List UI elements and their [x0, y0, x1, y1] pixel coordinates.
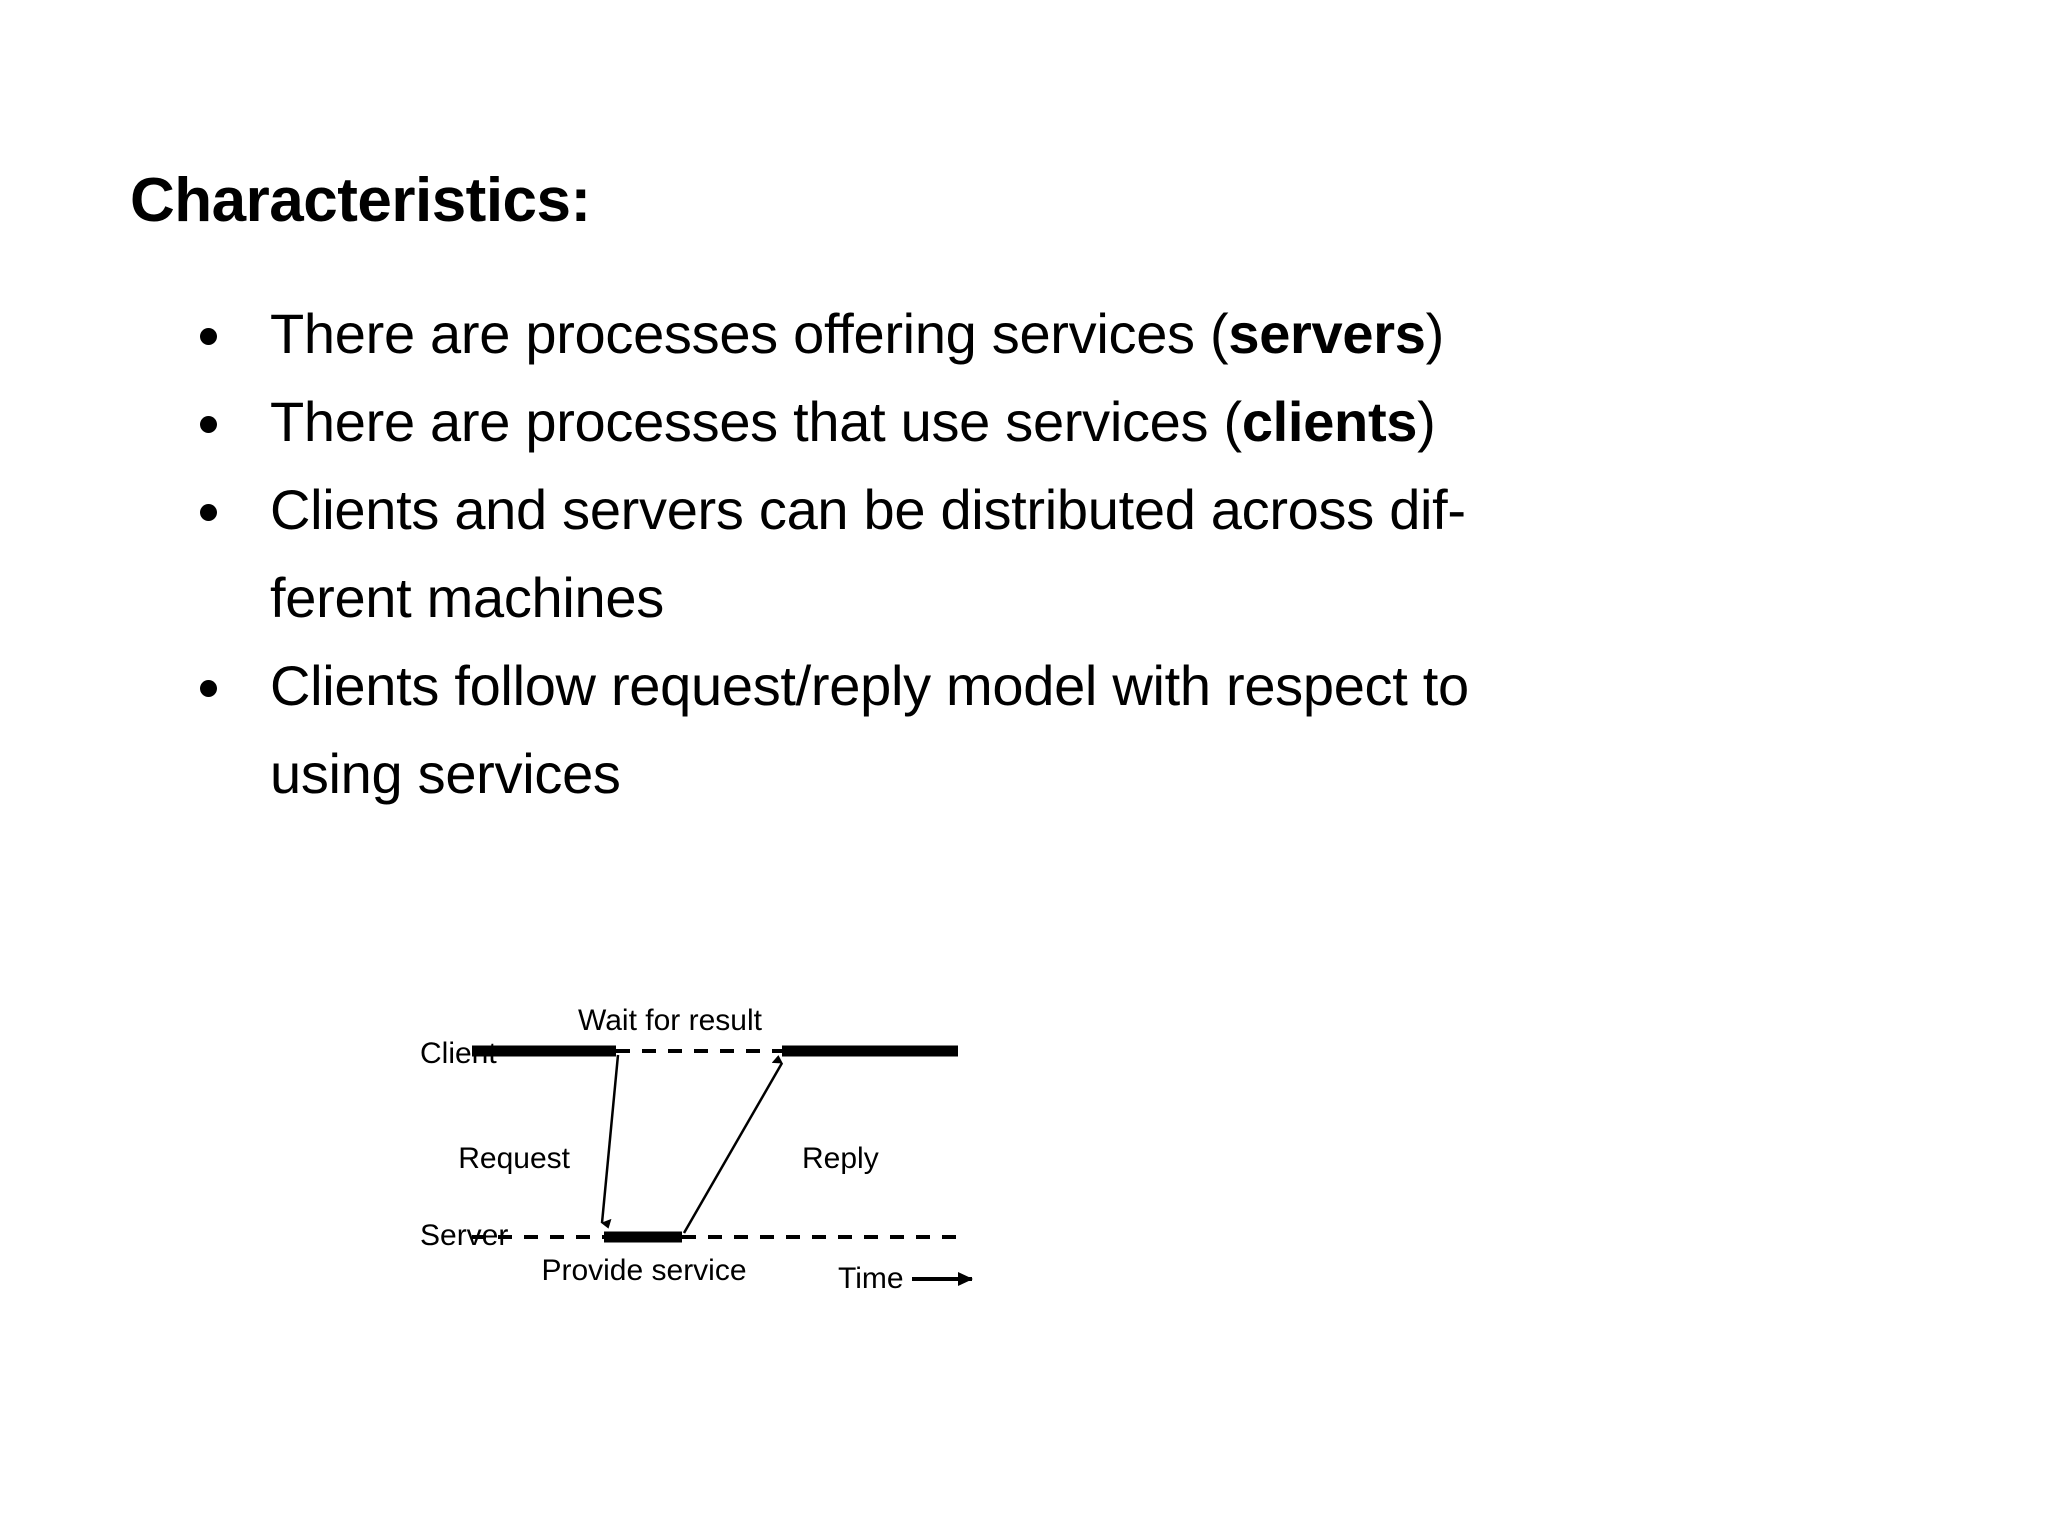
- time-axis-label: Time: [838, 1262, 904, 1295]
- list-item: There are processes offering services (s…: [180, 290, 1940, 378]
- list-item-suffix: ): [1425, 302, 1445, 365]
- list-item-text: Clients and servers can be distributed a…: [270, 478, 1466, 629]
- list-item-prefix: There are processes that use services (: [270, 390, 1242, 453]
- list-item-emphasis: clients: [1241, 390, 1418, 453]
- bullet-dot-icon: [200, 416, 217, 433]
- reply-label: Reply: [802, 1142, 879, 1175]
- list-item-suffix: ): [1417, 390, 1436, 453]
- list-item: Clients follow request/reply model with …: [180, 642, 1940, 818]
- provide-service-label: Provide service: [541, 1254, 746, 1287]
- characteristics-list: There are processes offering services (s…: [180, 290, 1940, 818]
- list-item-text: There are processes that use services (c…: [270, 378, 1940, 466]
- bullet-dot-icon: [200, 680, 217, 697]
- list-item-emphasis: servers: [1228, 302, 1426, 365]
- request-label: Request: [458, 1142, 570, 1175]
- list-item-text: There are processes offering services (s…: [270, 290, 1940, 378]
- client-server-timing-diagram: Client Wait for result Server Provide se…: [420, 955, 1220, 1375]
- list-item-prefix: There are processes offering services (: [270, 302, 1229, 365]
- reply-arrow: [682, 1055, 784, 1234]
- request-arrow: [600, 1054, 620, 1229]
- bullet-dot-icon: [200, 328, 217, 345]
- list-item: Clients and servers can be distributed a…: [180, 466, 1940, 642]
- page-title: Characteristics:: [130, 166, 591, 235]
- server-lane-label: Server: [420, 1219, 508, 1252]
- wait-for-result-label: Wait for result: [578, 1004, 763, 1037]
- list-item-text: Clients follow request/reply model with …: [270, 654, 1469, 805]
- bullet-dot-icon: [200, 504, 217, 521]
- list-item: There are processes that use services (c…: [180, 378, 1940, 466]
